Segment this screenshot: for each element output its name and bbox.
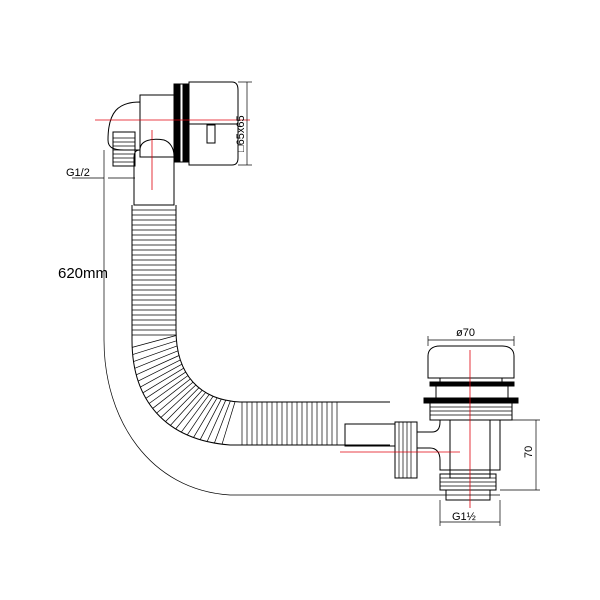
waste-thread — [439, 473, 497, 501]
hose-rib — [142, 367, 184, 394]
hose-rib — [152, 378, 191, 409]
hose-rib — [133, 345, 178, 362]
hose-rib — [160, 384, 197, 418]
hose-corrugations — [132, 209, 338, 445]
length-dimension-line — [103, 182, 500, 496]
overflow-gasket-2 — [182, 83, 190, 163]
hose-rib — [145, 371, 186, 399]
dimensions: G1/2 620mm □65x65 ø70 70 G1½ — [58, 81, 540, 526]
hose-connector-nut — [344, 421, 418, 479]
overflow-body — [139, 94, 175, 158]
hose-rib — [170, 389, 203, 426]
overflow-cover-plate — [188, 81, 239, 166]
hose-rib — [134, 350, 179, 369]
hose-rib — [221, 401, 236, 445]
hose-rib — [199, 398, 222, 440]
overflow-gasket — [173, 83, 181, 163]
hose-rib — [156, 381, 194, 414]
hose-rib — [165, 387, 200, 422]
waste-body — [416, 419, 501, 471]
overflow-size-label: □65x65 — [235, 115, 247, 152]
inlet-spigot — [112, 131, 136, 167]
waste-assembly — [340, 345, 519, 508]
hose-rib — [186, 396, 214, 436]
waste-height-label: 70 — [523, 446, 535, 458]
hose-rib — [181, 394, 210, 433]
hose-inner-edge — [175, 205, 390, 403]
plug-stem — [439, 377, 503, 385]
plug-diameter-label: ø70 — [456, 327, 475, 339]
hose-rib — [140, 363, 183, 388]
hose-rib — [193, 397, 218, 438]
waste-thread-label: G1½ — [452, 511, 476, 523]
hose-rib — [175, 392, 206, 430]
overflow-assembly — [95, 81, 250, 206]
hose-rib — [148, 375, 189, 404]
hose-rib — [214, 400, 231, 444]
total-length-label: 620mm — [58, 265, 108, 282]
hose-rib — [132, 340, 177, 355]
waste-flange — [423, 381, 519, 421]
hose-rib — [206, 400, 227, 442]
hose-rib — [132, 335, 177, 348]
overflow-down-elbow — [133, 138, 175, 206]
inlet-thread-label: G1/2 — [66, 167, 90, 179]
hose-rib — [138, 359, 181, 382]
click-clack-plug — [427, 345, 515, 379]
hose-rib — [136, 355, 180, 376]
flexible-hose — [131, 205, 390, 446]
overflow-slot — [206, 124, 216, 144]
